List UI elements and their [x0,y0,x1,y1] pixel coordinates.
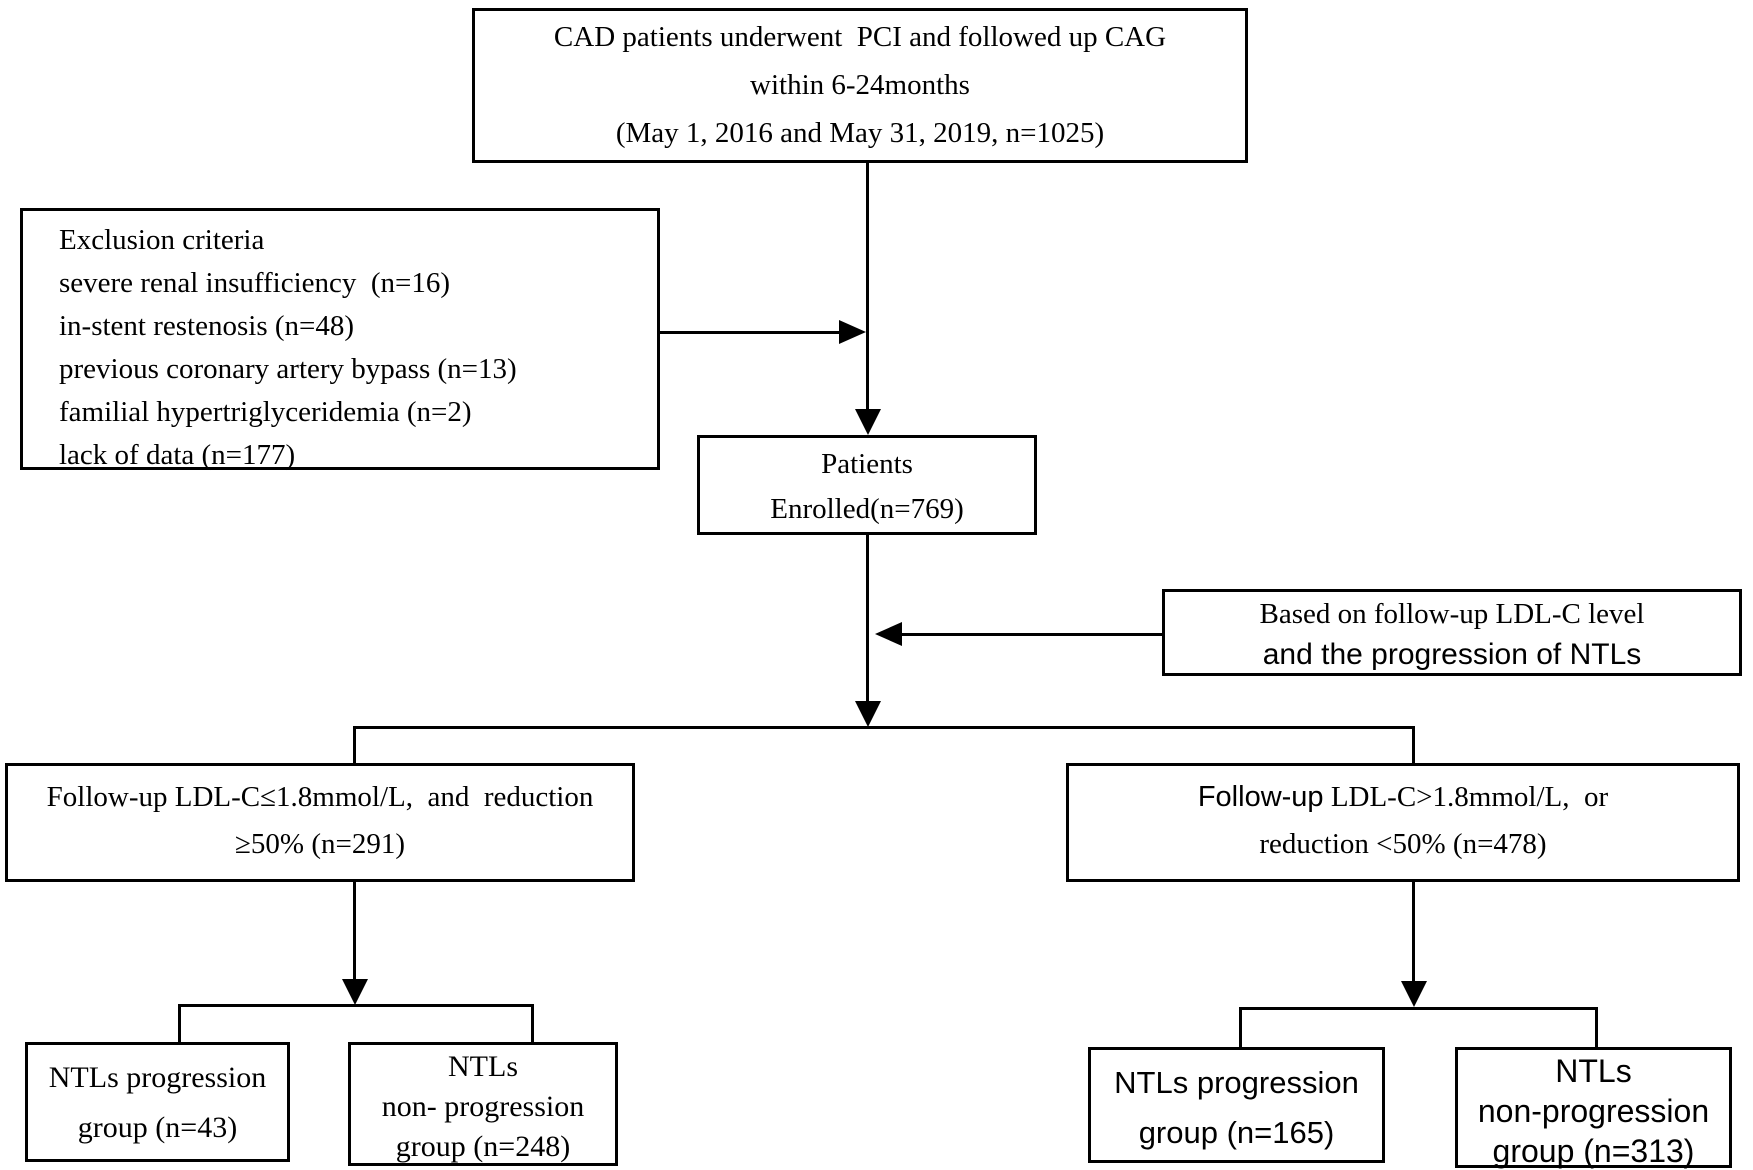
connector-branch-drop-right [1412,726,1415,763]
right-non-progression-line-2: non-progression [1477,1093,1710,1129]
left-progression-line-1: NTLs progression [48,1061,267,1094]
box-cad-patients-line-1: CAD patients underwent PCI and followed … [553,21,1167,53]
box-right-ntls-progression: NTLs progression group (n=165) [1088,1047,1385,1163]
connector-left-branch-down [353,882,356,981]
arrowhead-enrolled-to-branch [855,701,881,727]
left-non-progression-line-3: group (n=248) [395,1130,571,1163]
exclusion-item-hypertriglyceridemia: familial hypertriglyceridemia (n=2) [59,396,472,428]
right-progression-line-2: group (n=165) [1138,1115,1335,1150]
right-non-progression-line-1: NTLs [1555,1053,1632,1089]
connector-left-subbranch-drop-2 [531,1004,534,1042]
connector-branch-drop-left [353,726,356,763]
connector-criteria-arrow [900,633,1162,636]
arrowhead-left-branch-down [342,979,368,1005]
box-ldl-uncontrolled: Follow-up LDL-C>1.8mmol/L, or reduction … [1066,763,1740,882]
criteria-line-2: and the progression of NTLs [1262,638,1642,671]
left-non-progression-line-1: NTLs [448,1050,518,1083]
connector-right-subbranch-drop-1 [1239,1007,1242,1047]
connector-exclusion-arrow [660,331,840,334]
enrolled-line-2: Enrolled(n=769) [770,493,964,525]
connector-right-branch-down [1412,882,1415,983]
ldl-controlled-line-1: Follow-up LDL-C≤1.8mmol/L, and reduction [46,781,594,813]
enrolled-line-1: Patients [821,448,913,480]
exclusion-title: Exclusion criteria [59,224,265,256]
box-ldl-controlled: Follow-up LDL-C≤1.8mmol/L, and reduction… [5,763,635,882]
criteria-line-1: Based on follow-up LDL-C level [1259,598,1645,630]
ldl-uncontrolled-line-1-rest: LDL-C>1.8mmol/L, or [1323,781,1609,813]
arrowhead-right-branch-down [1401,981,1427,1007]
box-left-ntls-progression: NTLs progression group (n=43) [25,1042,290,1162]
exclusion-item-renal: severe renal insufficiency (n=16) [59,267,451,299]
right-non-progression-line-3: group (n=313) [1492,1133,1695,1169]
box-exclusion-criteria: Exclusion criteria severe renal insuffic… [20,208,660,471]
connector-branch-horizontal [353,726,1415,729]
exclusion-item-lack-of-data: lack of data (n=177) [59,439,296,471]
box-right-ntls-non-progression: NTLs non-progression group (n=313) [1455,1047,1732,1169]
right-progression-line-1: NTLs progression [1114,1065,1359,1100]
arrowhead-exclusion-arrow [839,320,866,344]
connector-top-to-enrolled [866,161,869,412]
connector-left-subbranch-drop-1 [178,1004,181,1042]
arrowhead-criteria-arrow [875,622,902,646]
connector-left-subbranch-horizontal [178,1004,534,1007]
ldl-uncontrolled-line-1-word: Follow-up [1197,781,1324,813]
ldl-uncontrolled-line-2: reduction <50% (n=478) [1259,828,1547,860]
left-non-progression-line-2: non- progression [381,1090,585,1123]
connector-right-subbranch-horizontal [1239,1007,1598,1010]
exclusion-item-restenosis: in-stent restenosis (n=48) [59,310,355,342]
arrowhead-top-to-enrolled [855,409,881,435]
left-progression-line-2: group (n=43) [77,1111,238,1144]
box-left-ntls-non-progression: NTLs non- progression group (n=248) [348,1042,618,1166]
box-cad-patients: CAD patients underwent PCI and followed … [472,8,1248,163]
box-cad-patients-line-3: (May 1, 2016 and May 31, 2019, n=1025) [615,117,1105,149]
connector-enrolled-to-branch [866,535,869,703]
box-cad-patients-line-2: within 6-24months [750,69,970,101]
box-patients-enrolled: Patients Enrolled(n=769) [697,435,1037,535]
exclusion-item-bypass: previous coronary artery bypass (n=13) [59,353,517,385]
ldl-controlled-line-2: ≥50% (n=291) [235,828,405,860]
connector-right-subbranch-drop-2 [1595,1007,1598,1047]
ldl-uncontrolled-line-1: Follow-up LDL-C>1.8mmol/L, or [1069,774,1737,821]
box-grouping-criteria: Based on follow-up LDL-C level and the p… [1162,589,1742,676]
